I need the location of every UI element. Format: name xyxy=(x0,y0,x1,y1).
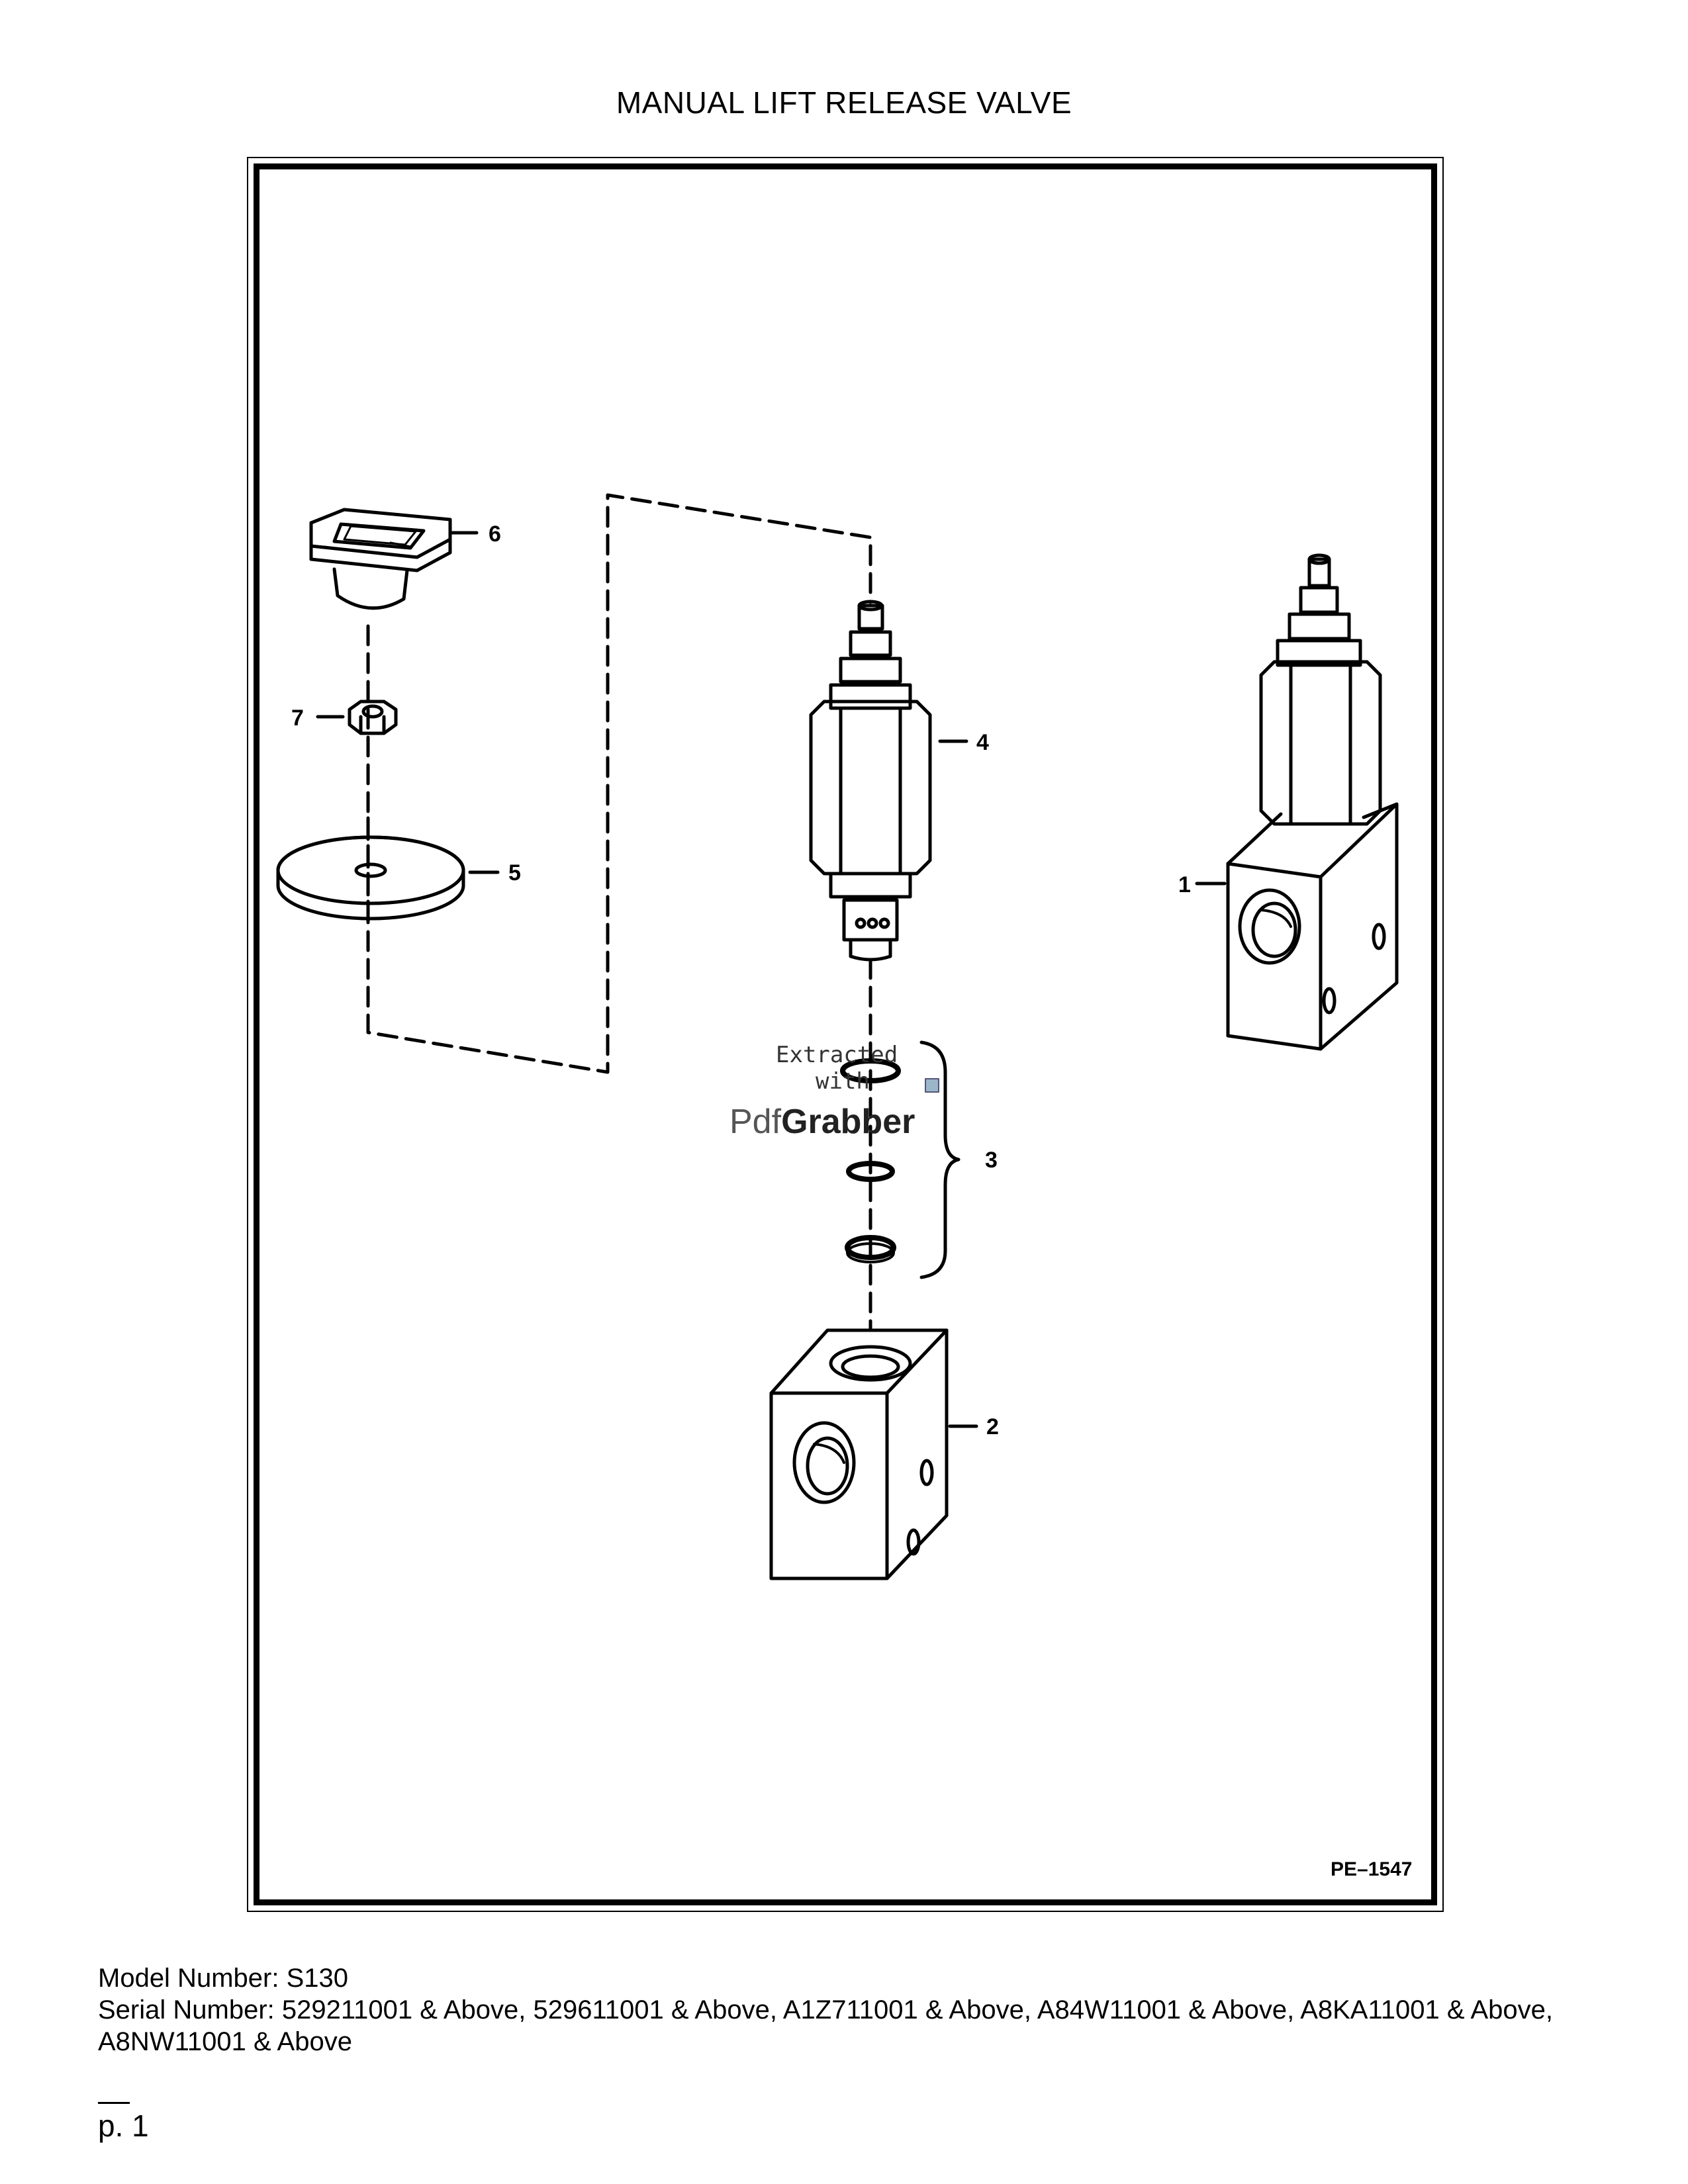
watermark-line-1: Extracted xyxy=(776,1042,898,1068)
serial-number-label: Serial Number: xyxy=(98,1995,275,2025)
part-6-cap xyxy=(309,508,452,610)
callout-5: 5 xyxy=(508,860,521,886)
model-number-value: S130 xyxy=(286,1964,348,1993)
watermark-logo: PdfGrabber xyxy=(729,1103,915,1141)
watermark-brand-light: Pdf xyxy=(729,1103,782,1141)
footer: Model Number: S130 Serial Number: 529211… xyxy=(98,1962,1601,2058)
footer-rule xyxy=(98,2102,130,2104)
brace-3 xyxy=(919,1040,961,1279)
part-3-seal-kit xyxy=(840,1058,901,1263)
part-5-disc xyxy=(276,835,465,921)
watermark-line-2: with xyxy=(816,1068,870,1095)
diagram-frame xyxy=(254,163,1437,1905)
callout-6: 6 xyxy=(489,522,501,547)
watermark-icon xyxy=(925,1078,939,1093)
pdfgrabber-watermark: Extracted with PdfGrabber xyxy=(729,1042,939,1141)
part-4-cartridge-valve xyxy=(809,600,932,962)
callout-7: 7 xyxy=(291,705,304,731)
page-title: MANUAL LIFT RELEASE VALVE xyxy=(616,85,1072,120)
figure-code: PE–1547 xyxy=(1331,1858,1413,1880)
callout-3: 3 xyxy=(985,1148,998,1173)
assembly-dashed-line xyxy=(366,493,872,1074)
part-1-valve-assembly xyxy=(1226,553,1399,1051)
model-number-label: Model Number: xyxy=(98,1964,279,1993)
serial-number-line: Serial Number: 529211001 & Above, 529611… xyxy=(98,1994,1601,2058)
model-number-line: Model Number: S130 xyxy=(98,1962,1601,1994)
serial-number-value: 529211001 & Above, 529611001 & Above, A1… xyxy=(98,1995,1553,2056)
page-number: p. 1 xyxy=(98,2109,149,2143)
callout-4: 4 xyxy=(976,730,989,755)
watermark-brand-bold: Grabber xyxy=(781,1103,915,1141)
part-7-nut xyxy=(348,700,398,735)
callout-1: 1 xyxy=(1178,872,1191,897)
diagram-frame-outer xyxy=(247,157,1444,1912)
part-2-valve-body xyxy=(769,1328,949,1580)
callout-2: 2 xyxy=(986,1414,999,1439)
